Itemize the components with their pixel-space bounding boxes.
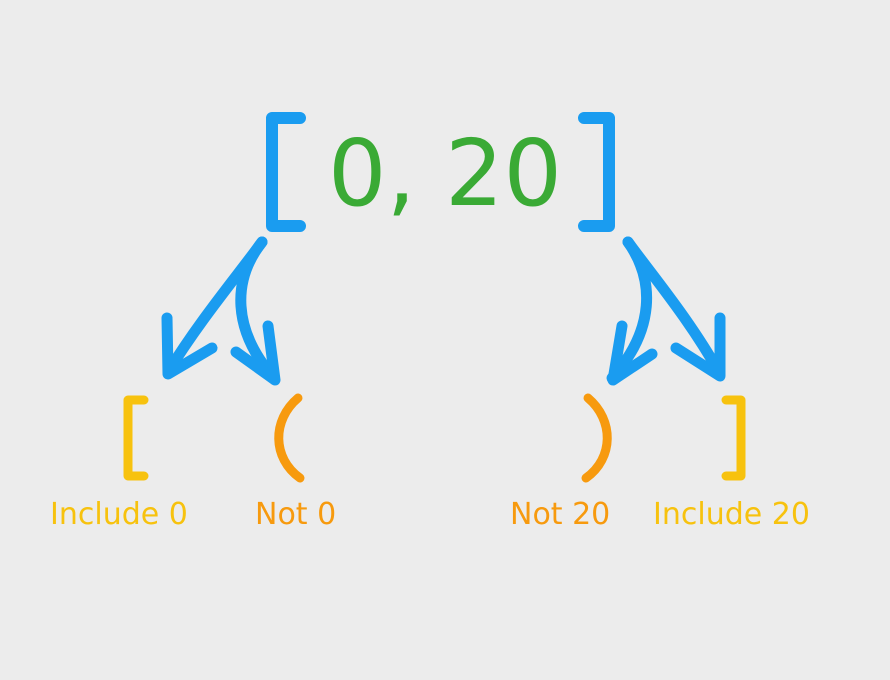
include-0-bracket [123,395,149,481]
include-20-bracket [721,395,746,481]
not-0-parenthesis [274,393,305,483]
arrowhead-not-20 [607,320,658,386]
top-open-square-bracket [266,112,306,232]
include-20-label: Include 20 [653,497,810,532]
arrowhead-include-0 [161,312,218,380]
arrow-to-include-20 [622,236,726,380]
not-20-label: Not 20 [510,497,611,532]
arrow-to-not-0 [235,236,280,384]
not-0-label: Not 0 [255,497,337,532]
not-20-parenthesis [581,393,612,483]
interval-values: 0, 20 [328,120,563,227]
left-arrows [161,236,281,386]
top-close-square-bracket [578,112,615,232]
arrowhead-not-0 [230,320,281,386]
right-arrows [606,236,726,386]
include-0-label: Include 0 [50,497,188,532]
arrowhead-include-20 [670,312,726,382]
